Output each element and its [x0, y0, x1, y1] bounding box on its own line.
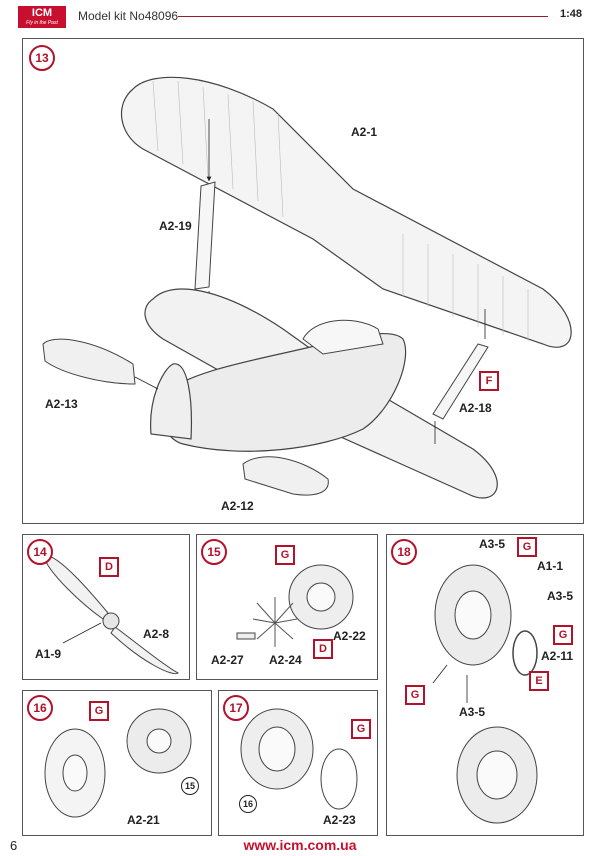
shaft-a2-27: [236, 632, 256, 640]
part-a2-27: A2-27: [211, 653, 244, 667]
step-15-panel: 15 G D A2-22 A2-27 A2-24: [196, 534, 378, 680]
step-13-number: 13: [29, 45, 55, 71]
flag-g: G: [405, 685, 425, 705]
upper-wing: [120, 76, 572, 348]
part-a2-18: A2-18: [459, 401, 492, 415]
logo-text: ICM: [31, 7, 53, 19]
part-a2-8: A2-8: [143, 627, 170, 641]
step-17-number: 17: [223, 695, 249, 721]
propeller-drawing: [42, 554, 179, 675]
part-a2-22: A2-22: [333, 629, 366, 643]
part-a1-9: A1-9: [35, 647, 62, 661]
step-14-number: 14: [27, 539, 53, 565]
step-18-number: 18: [391, 539, 417, 565]
step-16-number: 16: [27, 695, 53, 721]
reference-step-15: 15: [181, 777, 199, 795]
tailplane-a2-13: [42, 338, 136, 385]
part-a3-5: A3-5: [479, 537, 506, 551]
ignition-wires: [252, 597, 298, 647]
fuselage: [159, 332, 407, 452]
propeller-blade-lower: [110, 626, 179, 675]
logo-tagline: Fly in the Past: [26, 20, 58, 26]
flag-g: G: [517, 537, 537, 557]
page-header: ICM Fly in the Past Model kit No48096 1:…: [18, 6, 582, 28]
step-15-number: 15: [201, 539, 227, 565]
exhaust-collector: [320, 748, 358, 810]
engine-mount-drawing: [432, 564, 538, 824]
icm-logo: ICM Fly in the Past: [18, 6, 66, 28]
flag-g: G: [89, 701, 109, 721]
website-url: www.icm.com.ua: [243, 837, 357, 853]
step-16-panel: 16 G 15 A2-21: [22, 690, 212, 836]
part-a2-19: A2-19: [159, 219, 192, 233]
engine-drawing: [236, 564, 354, 647]
flag-d: D: [313, 639, 333, 659]
tailplane-a2-12: [242, 456, 329, 496]
header-rule: [178, 16, 548, 17]
step-18-panel: 18 A3-5 G A1-1 A3-5 G A2-11 E G A3-5: [386, 534, 584, 836]
strut-a2-19: [194, 181, 216, 290]
part-a2-13: A2-13: [45, 397, 78, 411]
part-a2-1: A2-1: [351, 125, 378, 139]
upper-wing-ribs: [152, 80, 529, 341]
part-a3-5: A3-5: [459, 705, 486, 719]
part-a2-21: A2-21: [127, 813, 160, 827]
flag-d: D: [99, 557, 119, 577]
part-a2-12: A2-12: [221, 499, 254, 513]
strut-a2-18: [432, 343, 489, 420]
part-a2-23: A2-23: [323, 813, 356, 827]
kit-number: Model kit No48096: [78, 9, 179, 23]
ring-a2-11: [512, 630, 538, 676]
scale-label: 1:48: [559, 8, 582, 20]
tail-fin: [150, 363, 192, 440]
part-a1-1: A1-1: [537, 559, 564, 573]
part-a2-11: A2-11: [541, 649, 574, 663]
flag-f: F: [479, 371, 499, 391]
page-number: 6: [10, 838, 18, 853]
step-14-panel: 14 D A1-9 A2-8: [22, 534, 190, 680]
flag-g: G: [351, 719, 371, 739]
part-a3-5: A3-5: [547, 589, 574, 603]
exhaust-drawing: [240, 708, 358, 810]
biplane-assembly-drawing: [42, 76, 572, 499]
propeller-hub: [102, 612, 120, 630]
flag-e: E: [529, 671, 549, 691]
part-a2-24: A2-24: [269, 653, 302, 667]
flag-g: G: [275, 545, 295, 565]
step-13-panel: 13 A2-1 A2-19 A2-13 A2-18 A2-12 F: [22, 38, 584, 524]
flag-g: G: [553, 625, 573, 645]
step-17-panel: 17 G 16 A2-23: [218, 690, 378, 836]
engine-front-drawing: [44, 708, 192, 818]
canopy: [302, 319, 384, 355]
reference-step-16: 16: [239, 795, 257, 813]
